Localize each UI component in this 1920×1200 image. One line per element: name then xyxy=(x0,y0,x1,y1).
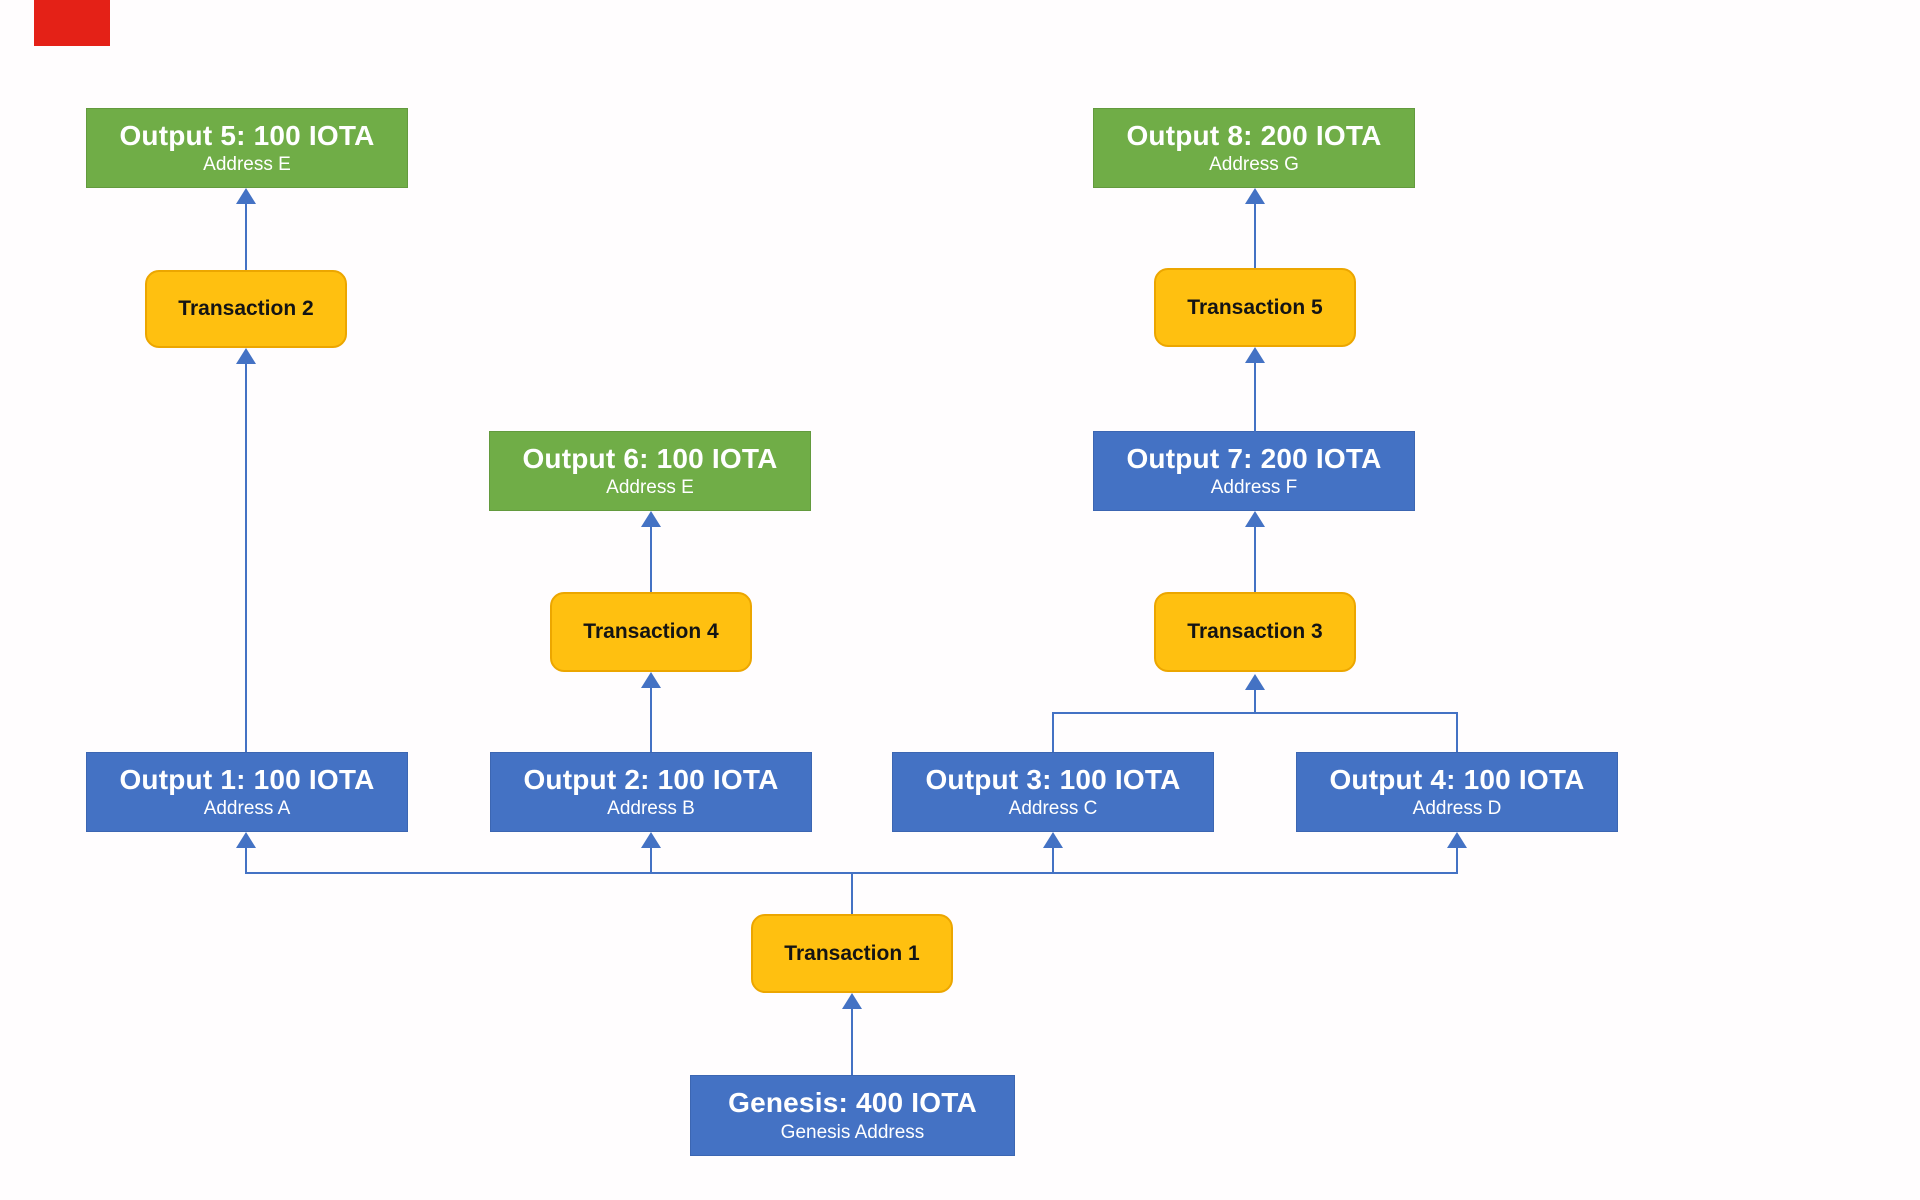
transaction-3-node: Transaction 3 xyxy=(1154,592,1356,672)
output-7-node: Output 7: 200 IOTA Address F xyxy=(1093,431,1415,511)
red-marker xyxy=(34,0,110,46)
output-4-title: Output 4: 100 IOTA xyxy=(1329,763,1585,795)
output-4-subtitle: Address D xyxy=(1412,798,1502,820)
line-bus-to-output1 xyxy=(245,848,247,874)
line-tx3-to-output7 xyxy=(1254,527,1256,592)
arrowhead-into-tx1 xyxy=(842,993,862,1009)
arrowhead-into-tx2 xyxy=(236,348,256,364)
output-2-title: Output 2: 100 IOTA xyxy=(523,763,779,795)
arrowhead-into-output1 xyxy=(236,832,256,848)
output-1-node: Output 1: 100 IOTA Address A xyxy=(86,752,408,832)
output-8-title: Output 8: 200 IOTA xyxy=(1126,119,1382,151)
transaction-2-label: Transaction 2 xyxy=(178,297,314,320)
output-3-title: Output 3: 100 IOTA xyxy=(925,763,1181,795)
output-2-subtitle: Address B xyxy=(607,798,695,820)
transaction-1-label: Transaction 1 xyxy=(784,941,920,965)
genesis-node: Genesis: 400 IOTA Genesis Address xyxy=(690,1075,1015,1156)
output-7-subtitle: Address F xyxy=(1210,477,1298,499)
output-3-subtitle: Address C xyxy=(1008,798,1098,820)
line-tx5-to-output8 xyxy=(1254,204,1256,268)
output-5-node: Output 5: 100 IOTA Address E xyxy=(86,108,408,188)
line-bus-to-output3 xyxy=(1052,848,1054,874)
transaction-4-node: Transaction 4 xyxy=(550,592,752,672)
arrowhead-into-output3 xyxy=(1043,832,1063,848)
output-3-node: Output 3: 100 IOTA Address C xyxy=(892,752,1214,832)
line-output3-to-merge xyxy=(1052,712,1054,752)
output-5-title: Output 5: 100 IOTA xyxy=(119,119,375,151)
arrowhead-into-tx5 xyxy=(1245,347,1265,363)
arrowhead-into-tx3 xyxy=(1245,674,1265,690)
output-2-node: Output 2: 100 IOTA Address B xyxy=(490,752,812,832)
transaction-1-node: Transaction 1 xyxy=(751,914,953,993)
arrowhead-into-tx4 xyxy=(641,672,661,688)
arrowhead-into-output5 xyxy=(236,188,256,204)
line-outputs-bus xyxy=(245,872,1458,874)
output-6-node: Output 6: 100 IOTA Address E xyxy=(489,431,811,511)
output-4-node: Output 4: 100 IOTA Address D xyxy=(1296,752,1618,832)
transaction-5-node: Transaction 5 xyxy=(1154,268,1356,347)
arrowhead-into-output6 xyxy=(641,511,661,527)
transaction-3-label: Transaction 3 xyxy=(1187,620,1323,643)
genesis-title: Genesis: 400 IOTA xyxy=(728,1087,977,1119)
line-bus-to-output2 xyxy=(650,848,652,874)
transaction-2-node: Transaction 2 xyxy=(145,270,347,348)
line-genesis-to-tx1 xyxy=(851,1009,853,1075)
output-6-subtitle: Address E xyxy=(606,477,694,499)
line-tx1-to-bus xyxy=(851,872,853,914)
line-bus-to-output4 xyxy=(1456,848,1458,874)
output-1-subtitle: Address A xyxy=(203,798,291,820)
line-tx2-to-output5 xyxy=(245,204,247,270)
line-output2-to-tx4 xyxy=(650,688,652,752)
line-output1-to-tx2 xyxy=(245,364,247,752)
output-8-subtitle: Address G xyxy=(1209,154,1299,176)
arrowhead-into-output4 xyxy=(1447,832,1467,848)
output-5-subtitle: Address E xyxy=(203,154,291,176)
arrowhead-into-output7 xyxy=(1245,511,1265,527)
transaction-4-label: Transaction 4 xyxy=(583,620,719,643)
genesis-subtitle: Genesis Address xyxy=(780,1121,925,1143)
output-8-node: Output 8: 200 IOTA Address G xyxy=(1093,108,1415,188)
line-tx4-to-output6 xyxy=(650,527,652,592)
line-merge-to-tx3 xyxy=(1254,690,1256,714)
arrowhead-into-output2 xyxy=(641,832,661,848)
line-output4-to-merge xyxy=(1456,712,1458,752)
arrowhead-into-output8 xyxy=(1245,188,1265,204)
transaction-5-label: Transaction 5 xyxy=(1187,295,1323,319)
output-6-title: Output 6: 100 IOTA xyxy=(522,442,778,474)
output-1-title: Output 1: 100 IOTA xyxy=(119,763,375,795)
output-7-title: Output 7: 200 IOTA xyxy=(1126,442,1382,474)
line-output7-to-tx5 xyxy=(1254,363,1256,432)
